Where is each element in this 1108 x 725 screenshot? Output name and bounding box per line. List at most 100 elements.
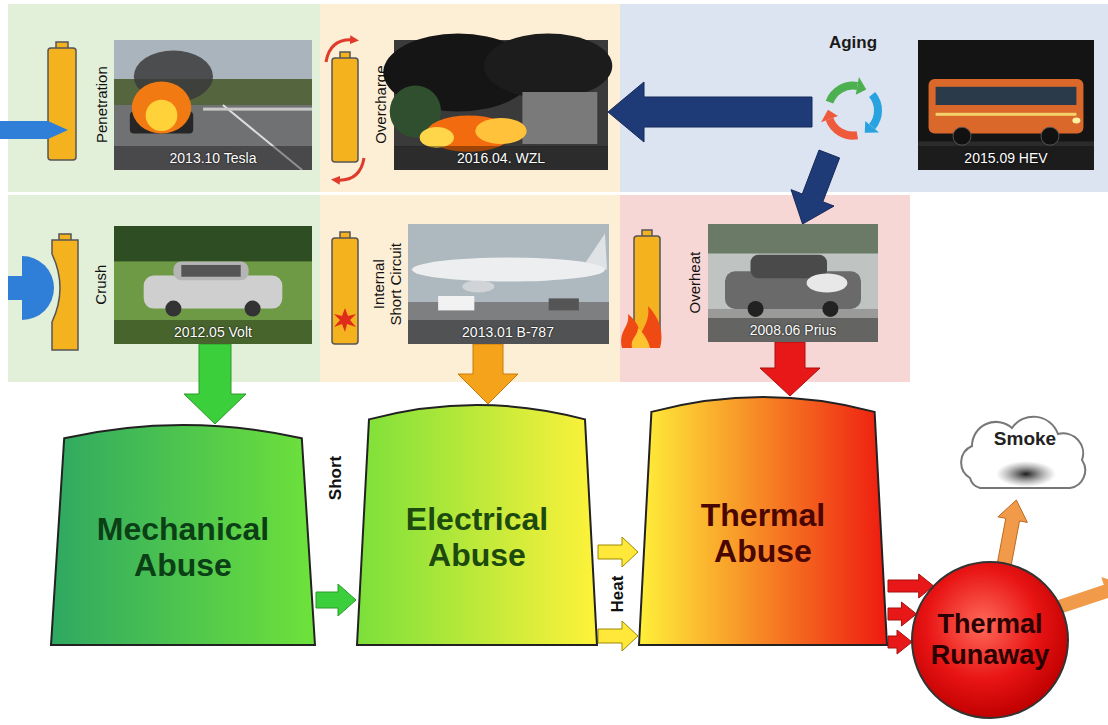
runaway-disc [912, 562, 1068, 718]
abuse-stage: Thermal Abuse [638, 396, 888, 646]
node-heading: Penetration [92, 67, 109, 144]
photo-panel: Overheat 2008.06 Prius [682, 224, 878, 342]
block-arrow [184, 344, 246, 424]
wheel [1041, 127, 1059, 145]
block-arrow [760, 342, 820, 396]
stage-outline [357, 405, 597, 645]
panel-ground [320, 195, 620, 382]
sky [408, 224, 609, 344]
wheel [245, 301, 261, 317]
car-roof [751, 255, 828, 279]
caption-strip [918, 146, 1094, 170]
panel-ground [320, 4, 620, 192]
photo-panel: Penetration 2013.10 Tesla [88, 40, 312, 170]
guard-rail [203, 108, 312, 111]
flame [420, 127, 454, 148]
crush-plate [22, 256, 54, 320]
flame [632, 328, 650, 348]
smoke-cloud: Smoke [950, 408, 1100, 500]
smoke [484, 34, 612, 99]
wheel [165, 301, 181, 317]
node-heading: Overheat [686, 252, 703, 314]
sky [114, 40, 312, 170]
block-arrow [998, 500, 1028, 565]
stage-outline [51, 425, 315, 645]
photo-caption: 2016.04. WZL [457, 150, 545, 166]
caption-strip [114, 146, 312, 170]
flame [621, 306, 661, 348]
cycle-head [865, 121, 879, 133]
photo-panel: Internal Short Circuit 2013.01 B-787 [366, 224, 609, 344]
stage-outline [639, 397, 887, 645]
building [522, 92, 597, 144]
wheel [953, 127, 971, 145]
edge-label: Heat [608, 574, 628, 615]
node-heading: Crush [92, 265, 109, 305]
cloud-label: Smoke [994, 428, 1056, 450]
battery-icon [332, 58, 358, 162]
block-arrow [458, 344, 518, 404]
battery-icon [332, 238, 358, 344]
ash [807, 274, 848, 293]
caption-strip [394, 146, 608, 170]
battery-icon [48, 48, 76, 160]
crush-bar [8, 276, 24, 300]
car-body [144, 276, 283, 309]
wheel [822, 301, 838, 317]
cycle-arc [830, 119, 858, 135]
overcharge-arrow [326, 40, 354, 62]
photo-caption: 2008.06 Prius [750, 322, 836, 338]
overcharge-arrow [336, 158, 364, 180]
aging-icon: Aging [812, 30, 894, 154]
photo: 2015.09 HEV [918, 40, 1094, 170]
fuselage [412, 258, 605, 282]
panel-ground [620, 195, 910, 382]
car-roof [173, 261, 248, 280]
icon-label: Aging [829, 33, 877, 53]
flame [475, 118, 526, 144]
photo: 2016.04. WZL [394, 40, 608, 170]
flame [132, 82, 191, 134]
node-heading: Overcharge [371, 66, 388, 144]
wheel [748, 301, 764, 317]
panel-ground [8, 195, 320, 382]
photo-caption: 2012.05 Volt [174, 324, 252, 340]
trees [114, 226, 312, 261]
light [1072, 118, 1080, 124]
photo: 2012.05 Volt [114, 226, 312, 344]
cloud-shape [950, 408, 1100, 500]
photo-panel: 2015.09 HEV [918, 40, 1094, 170]
cycle-head [821, 110, 838, 123]
abuse-stage: Mechanical Abuse [50, 424, 316, 646]
ground [394, 147, 608, 170]
cycle-head [856, 77, 866, 95]
block-arrow [598, 537, 638, 651]
photo-caption: 2013.01 B-787 [462, 324, 554, 340]
photo: 2013.01 B-787 [408, 224, 609, 344]
photo-panel: Overcharge 2016.04. WZL [366, 40, 608, 170]
block-arrow [316, 584, 356, 616]
abuse-stage: Electrical Abuse [356, 404, 598, 646]
night [918, 40, 1094, 170]
ground [708, 309, 878, 342]
bus-windows [936, 87, 1077, 105]
runaway-circle: Thermal Runaway [910, 560, 1070, 720]
node-heading: Internal Short Circuit [370, 241, 405, 327]
grass [114, 226, 312, 344]
photo-caption: 2015.09 HEV [964, 150, 1047, 166]
bus-stripe [936, 113, 1077, 116]
trees [708, 224, 878, 254]
photo: 2013.10 Tesla [114, 40, 312, 170]
truck [438, 296, 474, 310]
stage-label: Mechanical Abuse [97, 512, 270, 584]
edge-label: Short [326, 454, 346, 502]
cycle-arc [872, 95, 878, 127]
ground [918, 141, 1094, 170]
flame [146, 100, 178, 131]
engine [462, 280, 494, 292]
caption-strip [114, 320, 312, 344]
penetration-arrow [0, 121, 68, 139]
caption-strip [408, 320, 609, 344]
battery-icon [52, 240, 78, 350]
block-arrow [608, 82, 812, 142]
